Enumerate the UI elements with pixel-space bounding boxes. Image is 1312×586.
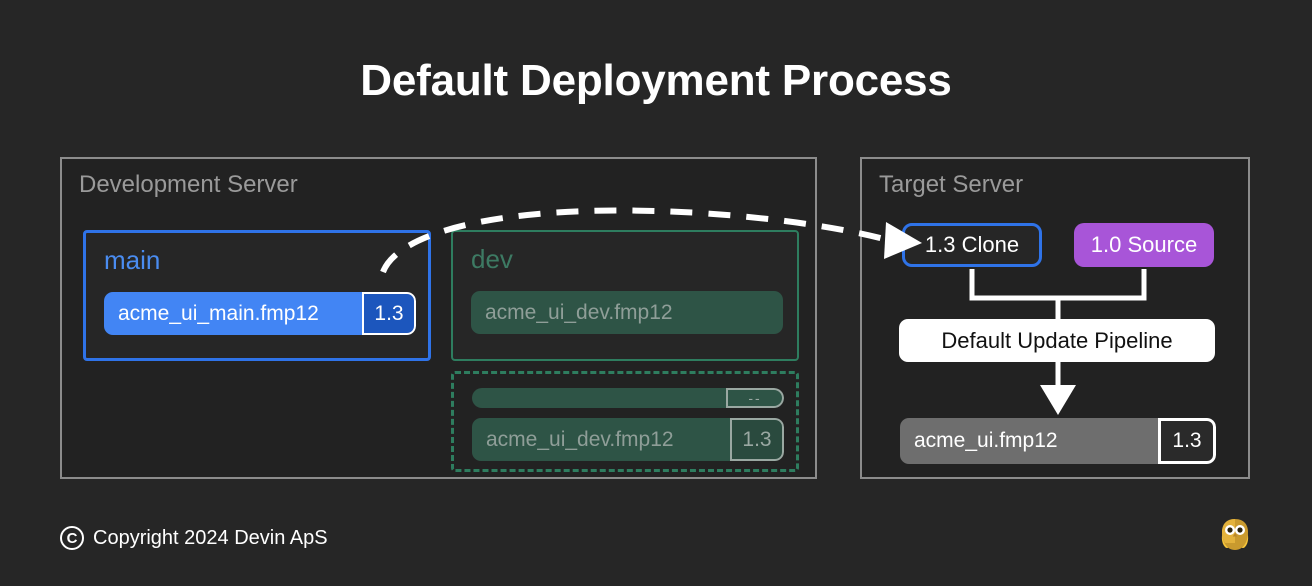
dev-staged-file-name: acme_ui_dev.fmp12 (472, 418, 730, 461)
footer-text: Copyright 2024 Devin ApS (93, 526, 328, 549)
development-server-panel: Development Server main acme_ui_main.fmp… (60, 157, 817, 479)
dev-staged-box: -- acme_ui_dev.fmp12 1.3 (451, 371, 799, 472)
dev-branch-box: dev acme_ui_dev.fmp12 (451, 230, 799, 361)
target-server-panel: Target Server 1.3 Clone 1.0 Source Defau… (860, 157, 1250, 479)
main-branch-label: main (104, 245, 161, 275)
update-pipeline-node: Default Update Pipeline (899, 319, 1215, 362)
target-server-title: Target Server (879, 171, 1024, 198)
dev-staged-file-pill: acme_ui_dev.fmp12 1.3 (472, 418, 784, 461)
page-title: Default Deployment Process (360, 56, 952, 105)
dev-staged-version-badge: 1.3 (730, 418, 784, 461)
target-file-version-badge: 1.3 (1158, 418, 1216, 464)
dev-placeholder-bar: -- (472, 388, 784, 408)
dev-placeholder-track (472, 388, 726, 408)
main-file-pill: acme_ui_main.fmp12 1.3 (104, 292, 416, 335)
owl-logo-icon (1221, 519, 1249, 550)
main-file-name: acme_ui_main.fmp12 (104, 292, 362, 335)
main-file-version-badge: 1.3 (362, 292, 416, 335)
dev-branch-label: dev (471, 244, 513, 274)
target-file-name: acme_ui.fmp12 (900, 418, 1158, 464)
clone-node: 1.3 Clone (902, 223, 1042, 267)
dev-file-pill: acme_ui_dev.fmp12 (471, 291, 783, 334)
dev-placeholder-version-badge: -- (726, 388, 784, 408)
target-file-pill: acme_ui.fmp12 1.3 (900, 418, 1216, 464)
development-server-title: Development Server (79, 171, 298, 198)
dev-file-name: acme_ui_dev.fmp12 (471, 291, 783, 334)
copyright-icon: C (60, 526, 84, 550)
source-node: 1.0 Source (1074, 223, 1214, 267)
main-branch-box: main acme_ui_main.fmp12 1.3 (83, 230, 431, 361)
footer: C Copyright 2024 Devin ApS (60, 526, 328, 550)
